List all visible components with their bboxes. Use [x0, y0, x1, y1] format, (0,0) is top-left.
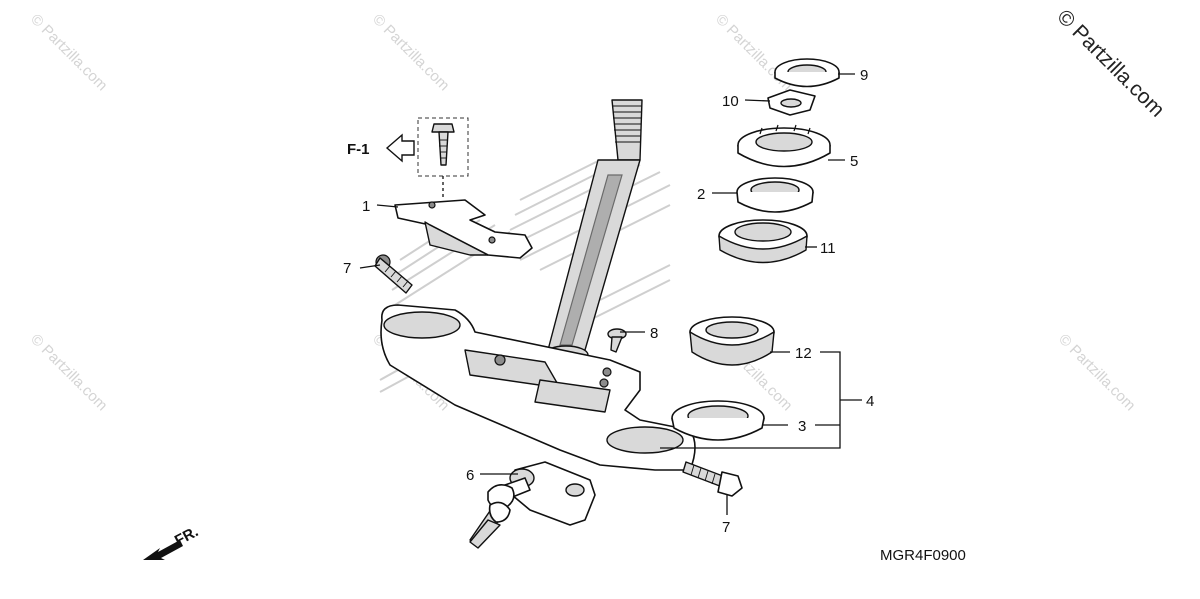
callout-9: 9 [860, 67, 868, 84]
callout-1: 1 [362, 198, 370, 215]
watermark-tile-2: © Partzilla.com [369, 11, 452, 94]
race-3 [671, 400, 765, 441]
adjusting-nut-5 [737, 124, 831, 168]
diagram-code: MGR4F0900 [880, 547, 966, 564]
bolt-7-left [374, 254, 413, 294]
steering-stem-shaft [536, 99, 643, 381]
bolt-7-bottom [682, 461, 743, 497]
reference-bolt [417, 117, 469, 200]
callout-7-left: 7 [343, 260, 351, 277]
watermark-tile-1: © Partzilla.com [27, 11, 110, 94]
steering-lock-6 [469, 461, 596, 549]
watermark-tile-7: © Partzilla.com [1055, 331, 1138, 414]
callout-2: 2 [697, 186, 705, 203]
bearing-11 [718, 219, 808, 264]
leader-lines [359, 73, 862, 515]
watermark-tile-4: © Partzilla.com [27, 331, 110, 414]
front-indicator: FR. [143, 523, 201, 560]
callout-3: 3 [798, 418, 806, 435]
reference-arrow: F-1 [347, 133, 415, 163]
stay-plate [394, 199, 533, 259]
callout-11: 11 [820, 240, 836, 257]
reference-label: F-1 [347, 141, 370, 158]
callout-numbers: 1 7 9 10 5 2 11 8 12 4 3 6 7 [343, 67, 874, 536]
lock-washer-10 [767, 89, 816, 116]
callout-4: 4 [866, 393, 874, 410]
callout-8: 8 [650, 325, 658, 342]
watermark-corner: © Partzilla.com [1052, 5, 1168, 121]
callout-5: 5 [850, 153, 858, 170]
callout-6: 6 [466, 467, 474, 484]
lock-nut-9 [774, 58, 840, 88]
bottom-bridge [380, 304, 696, 471]
left-arrow-icon [385, 133, 415, 163]
bearing-12 [689, 316, 775, 366]
callout-10: 10 [722, 93, 739, 110]
dust-seal-2 [736, 177, 814, 213]
front-arrow-icon [143, 540, 183, 560]
callout-12: 12 [795, 345, 812, 362]
callout-7-bottom: 7 [722, 519, 730, 536]
